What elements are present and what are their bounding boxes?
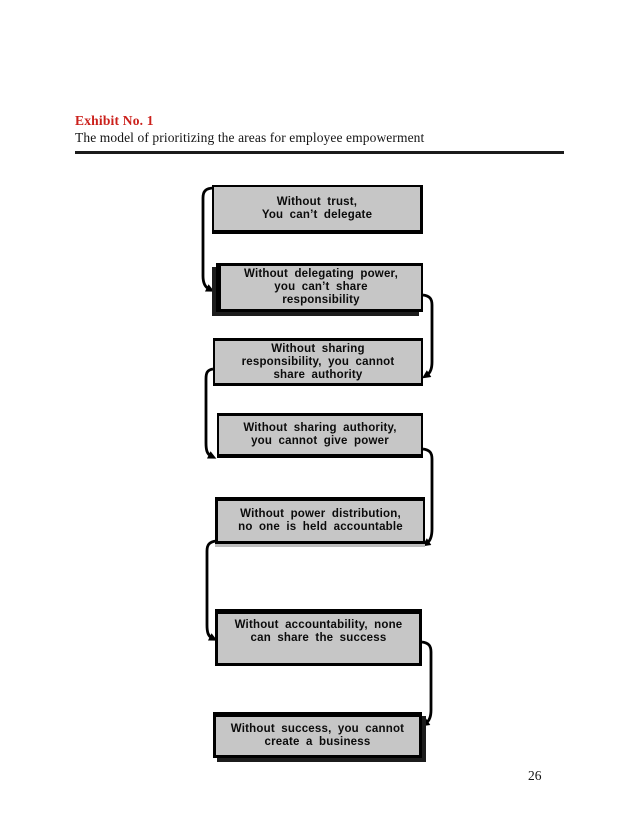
flow-box-label: Without success, you cannot create a bus…: [230, 723, 405, 748]
flow-box-power-distribution: Without power distribution, no one is he…: [215, 497, 425, 544]
connector-arrow-2-3: [422, 293, 434, 379]
flow-box-sharing-authority: Without sharing authority, you cannot gi…: [217, 413, 423, 458]
exhibit-subtitle: The model of prioritizing the areas for …: [75, 130, 425, 145]
flow-box-label: Without accountability, none can share t…: [234, 619, 403, 644]
flow-box-success: Without success, you cannot create a bus…: [213, 712, 422, 758]
connector-arrow-3-4: [204, 367, 217, 459]
flow-box-label: Without delegating power, you can’t shar…: [243, 268, 398, 306]
flow-box-accountability: Without accountability, none can share t…: [215, 609, 422, 666]
flow-box-label: Without sharing authority, you cannot gi…: [243, 422, 397, 447]
flow-box-label: Without sharing responsibility, you cann…: [241, 342, 395, 381]
flow-box-label: Without power distribution, no one is he…: [238, 508, 403, 533]
flow-box-trust: Without trust, You can’t delegate: [212, 185, 423, 234]
header-rule: [75, 151, 564, 154]
flow-box-sharing-responsibility: Without sharing responsibility, you cann…: [213, 338, 423, 386]
flow-box-label: Without trust, You can’t delegate: [261, 195, 373, 221]
flow-box-delegating-power: Without delegating power, you can’t shar…: [216, 263, 423, 312]
connector-arrow-6-7: [421, 640, 433, 727]
exhibit-label: Exhibit No. 1: [75, 113, 154, 128]
page-number: 26: [528, 768, 542, 783]
